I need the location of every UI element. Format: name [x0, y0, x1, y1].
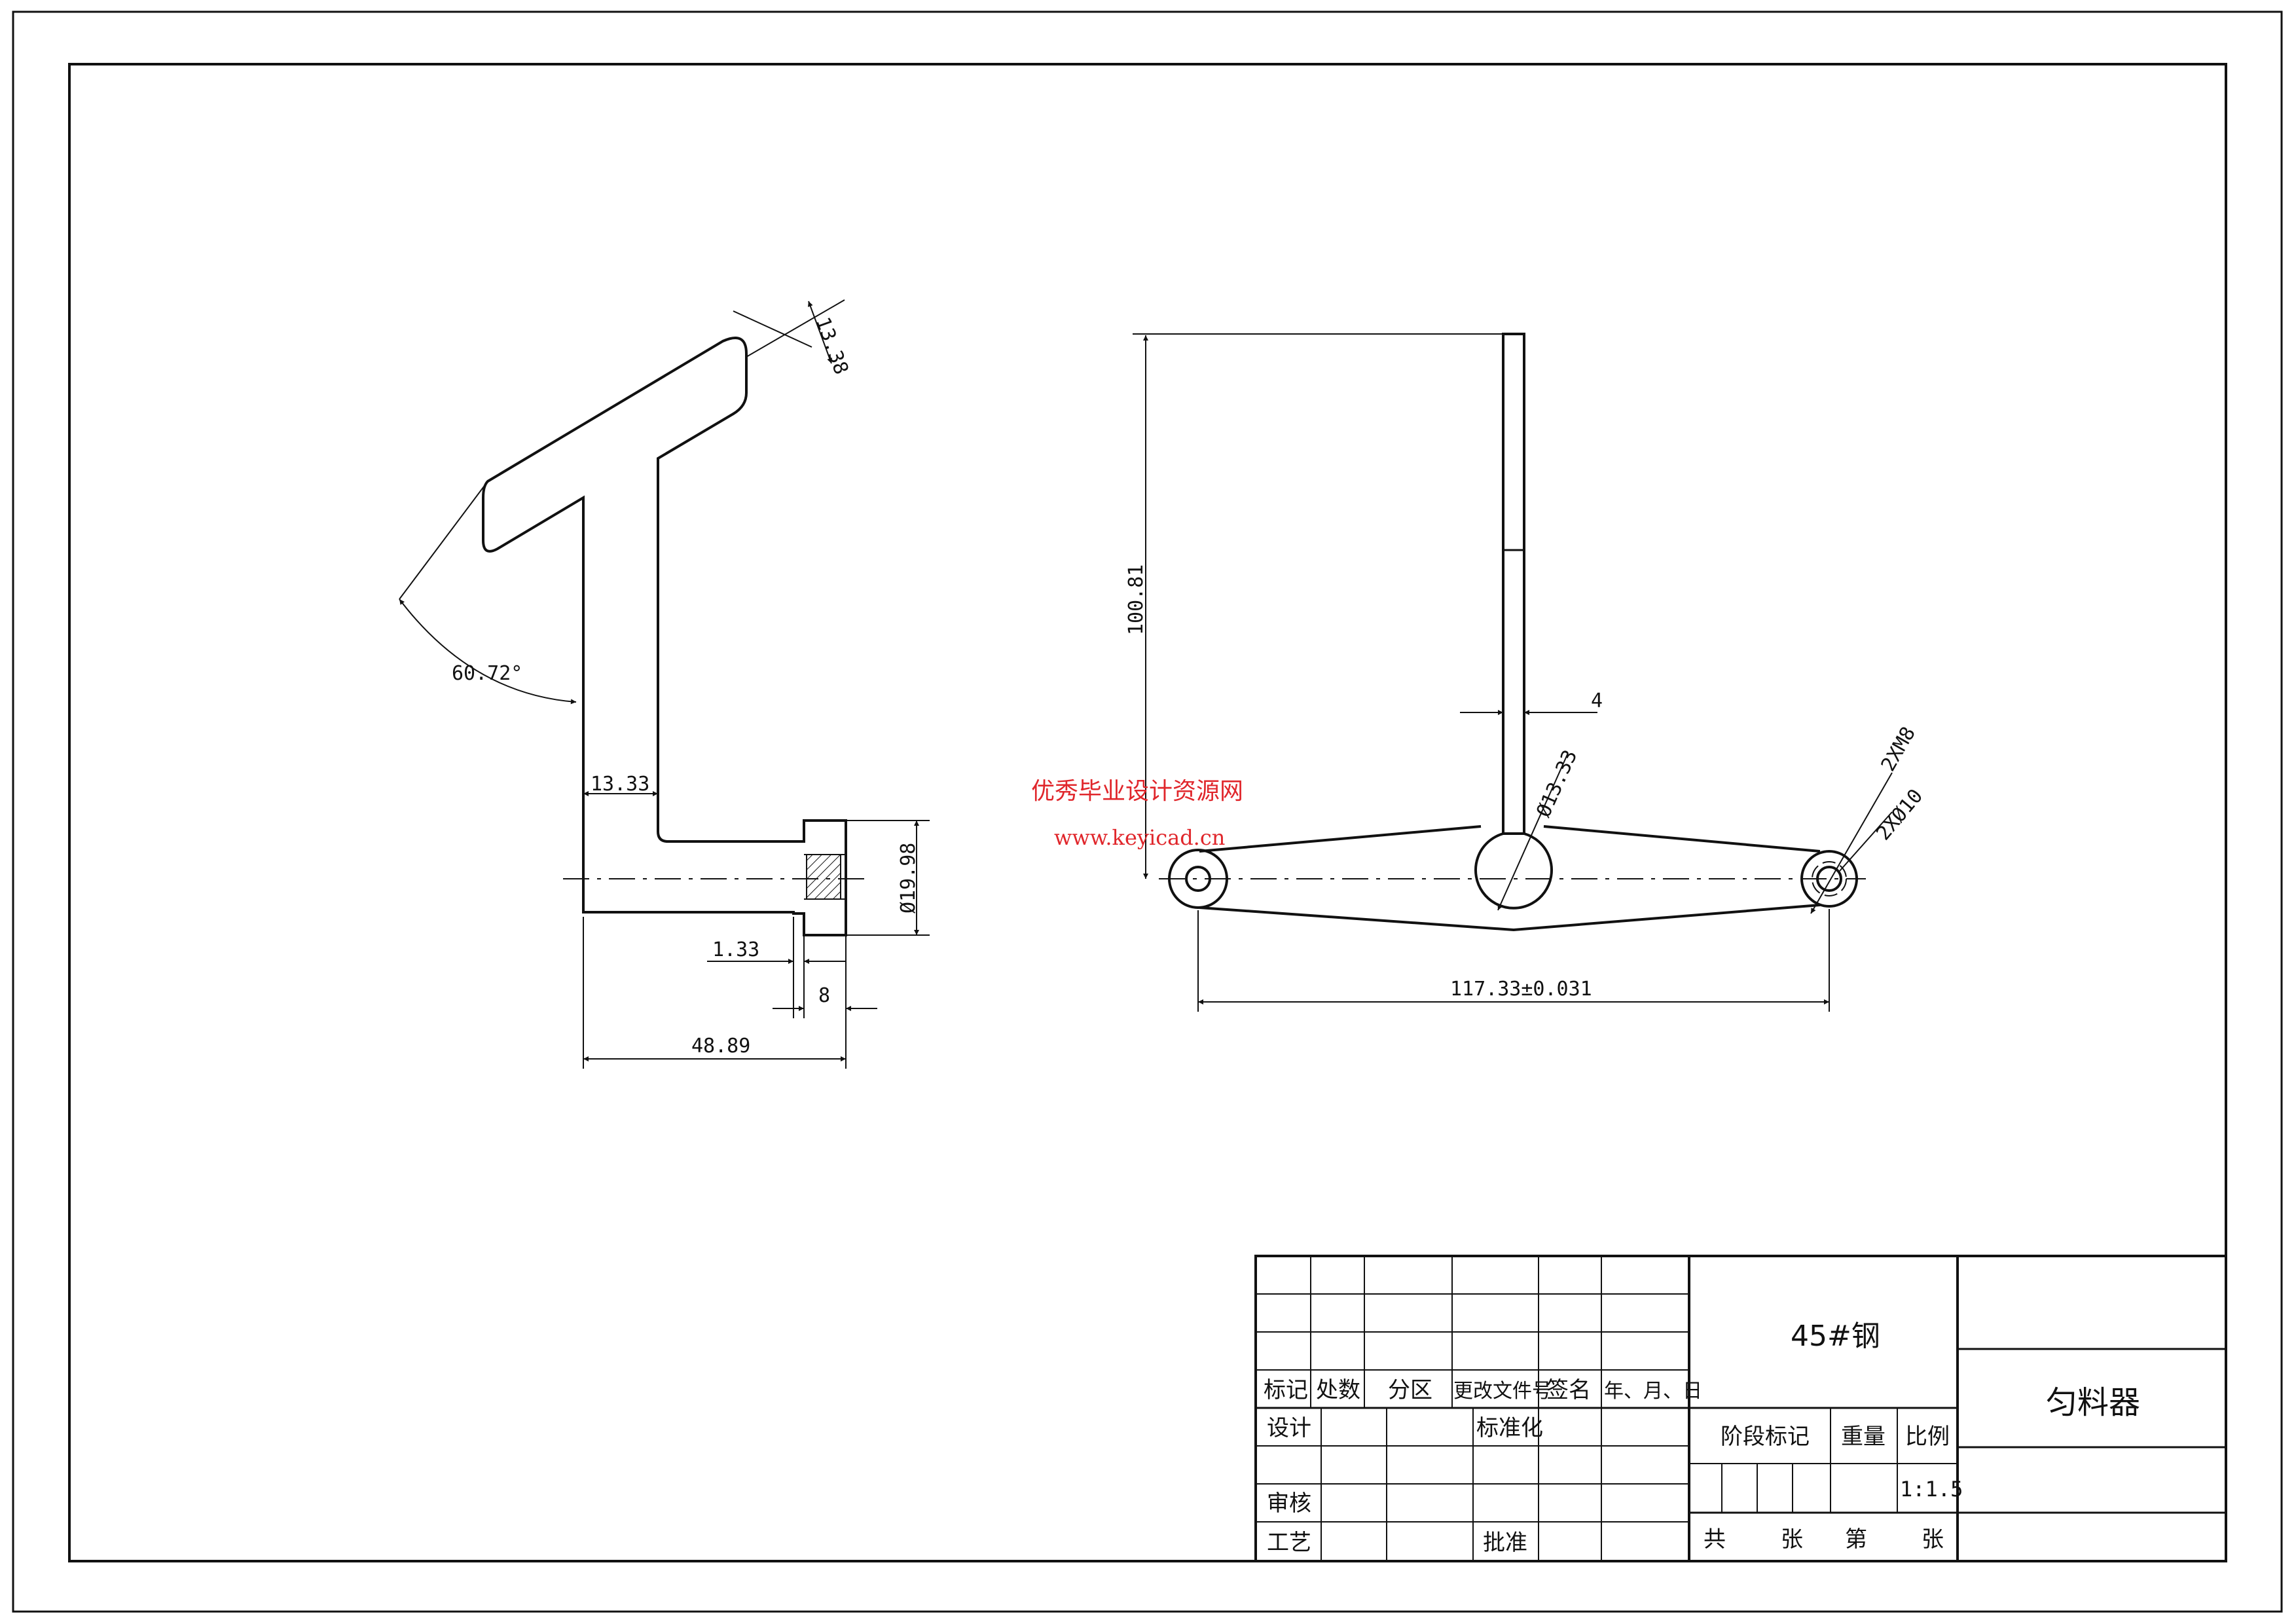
watermark-site-name: 优秀毕业设计资源网	[1031, 778, 1243, 805]
side-view	[482, 337, 871, 936]
dim-thickness-top: 13.38	[811, 314, 853, 378]
hub-section-hatch	[806, 854, 841, 900]
dim-center-dia: Ø13.33	[1532, 747, 1582, 821]
front-view	[1159, 333, 1866, 932]
tb-material: 45#钢	[1791, 1320, 1880, 1353]
vertical-rod	[1502, 333, 1525, 835]
dim-shoulder: 1.33	[712, 938, 759, 961]
front-view-dimensions	[1133, 333, 1893, 1012]
tb-change-doc: 更改文件号	[1453, 1380, 1552, 1403]
lever-arm-outline	[1199, 825, 1821, 932]
dim-thread: 2XM8	[1877, 723, 1920, 775]
dim-rod: 4	[1591, 690, 1603, 712]
tb-sheets-zhang1: 张	[1781, 1526, 1803, 1553]
dim-stem-width: 13.33	[591, 773, 649, 796]
side-view-dimensions	[399, 299, 930, 1069]
tb-scale: 1:1.5	[1900, 1477, 1963, 1502]
center-hub	[1474, 832, 1553, 910]
dim-span: 117.33±0.031	[1450, 978, 1592, 1001]
dim-angle: 60.72°	[452, 662, 522, 685]
dim-overall: 48.89	[691, 1035, 750, 1058]
tb-sheets-di: 第	[1845, 1526, 1867, 1553]
dim-height: 100.81	[1125, 564, 1148, 635]
tb-signature: 签名	[1546, 1377, 1591, 1403]
tb-approve: 批准	[1483, 1530, 1527, 1556]
tb-stage-mark: 阶段标记	[1721, 1424, 1810, 1450]
tb-zone: 分区	[1388, 1377, 1432, 1403]
tb-sheets-total: 共	[1704, 1526, 1726, 1553]
tb-standardize: 标准化	[1476, 1415, 1543, 1441]
tb-ratio: 比例	[1905, 1424, 1950, 1450]
tb-date: 年、月、日	[1604, 1380, 1702, 1403]
tb-sheets-zhang2: 张	[1922, 1526, 1944, 1553]
tb-weight: 重量	[1841, 1424, 1886, 1450]
tb-part-name: 匀料器	[2046, 1384, 2140, 1421]
dim-hub-dia: Ø19.98	[897, 843, 920, 913]
tb-review: 审核	[1267, 1490, 1311, 1517]
tb-design: 设计	[1267, 1415, 1311, 1441]
outer-border	[12, 10, 2283, 1613]
title-block	[1254, 1255, 2227, 1562]
watermark-url: www.keyicad.cn	[1054, 825, 1225, 850]
dim-hub-len: 8	[818, 984, 830, 1007]
inner-frame	[68, 63, 2227, 1562]
tb-count: 处数	[1316, 1377, 1360, 1403]
tb-process: 工艺	[1267, 1530, 1311, 1556]
side-view-outline	[482, 337, 847, 936]
tb-mark: 标记	[1264, 1377, 1308, 1403]
